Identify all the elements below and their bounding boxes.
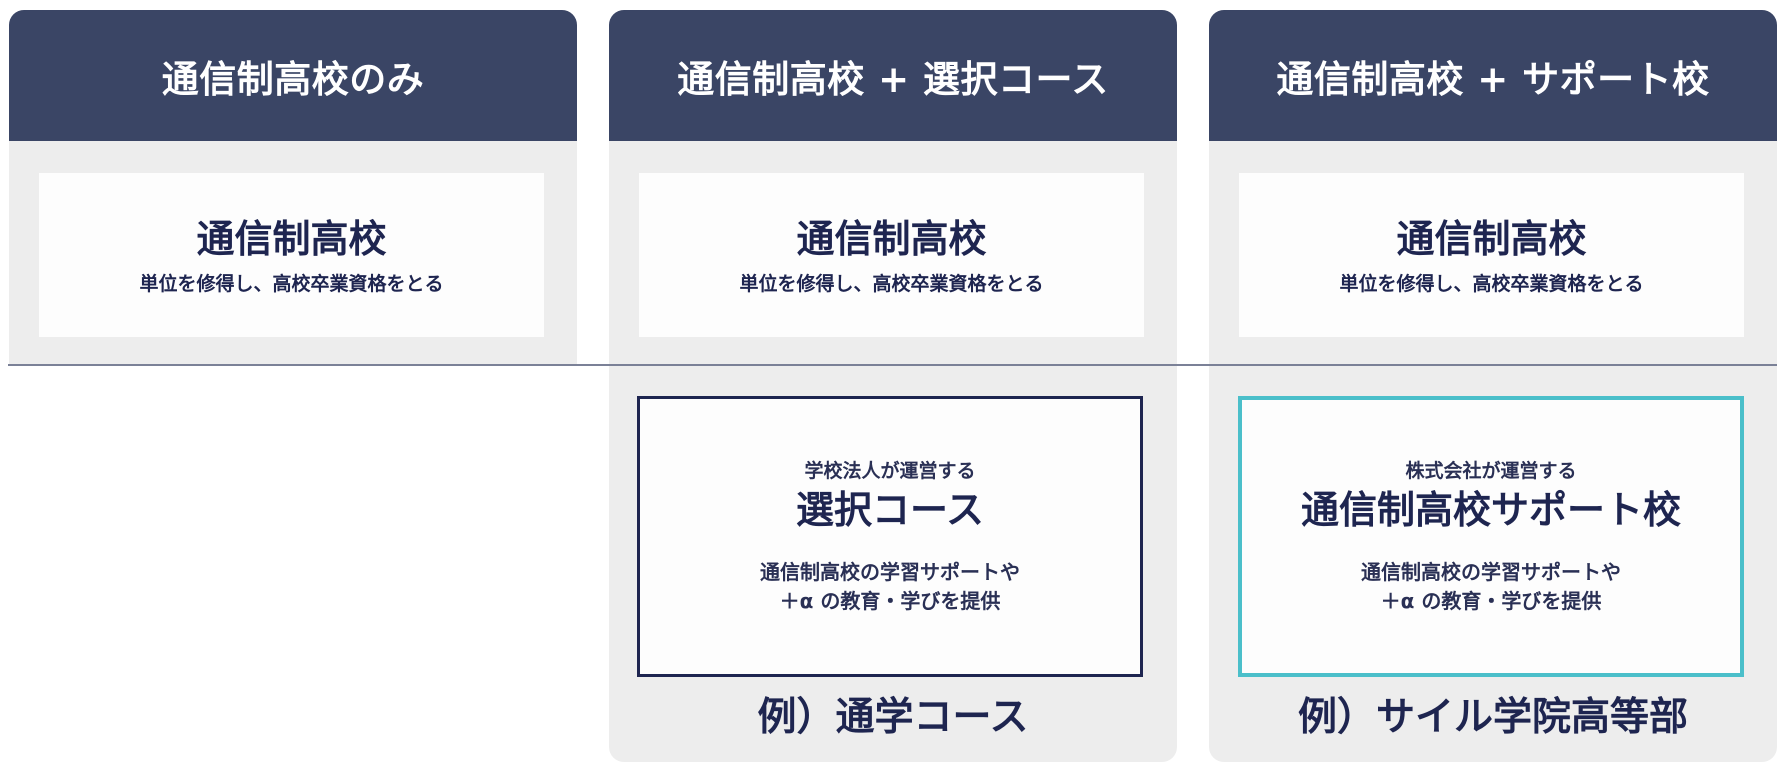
correspondence-school-box: 通信制高校 単位を修得し、高校卒業資格をとる: [639, 173, 1144, 337]
option-title: 通信制高校サポート校: [1300, 487, 1681, 532]
school-box-subtitle: 単位を修得し、高校卒業資格をとる: [739, 273, 1044, 295]
column-correspondence-plus-support: 通信制高校 + サポート校 通信制高校 単位を修得し、高校卒業資格をとる 株式会…: [1209, 10, 1777, 762]
operator-label: 株式会社が運営する: [1405, 459, 1577, 482]
option-description: 通信制高校の学習サポートや ＋α の教育・学びを提供: [760, 558, 1020, 616]
column-header: 通信制高校 + 選択コース: [609, 10, 1177, 141]
option-description-line: ＋α の教育・学びを提供: [1380, 588, 1602, 613]
column-header: 通信制高校 + サポート校: [1209, 10, 1777, 141]
column-correspondence-plus-course: 通信制高校 + 選択コース 通信制高校 単位を修得し、高校卒業資格をとる 学校法…: [609, 10, 1177, 762]
selective-course-box: 学校法人が運営する 選択コース 通信制高校の学習サポートや ＋α の教育・学びを…: [637, 396, 1143, 677]
support-school-box: 株式会社が運営する 通信制高校サポート校 通信制高校の学習サポートや ＋α の教…: [1238, 396, 1744, 677]
school-box-subtitle: 単位を修得し、高校卒業資格をとる: [139, 273, 444, 295]
example-label: 例）通学コース: [757, 695, 1029, 740]
correspondence-school-box: 通信制高校 単位を修得し、高校卒業資格をとる: [1239, 173, 1744, 337]
operator-label: 学校法人が運営する: [804, 459, 976, 482]
school-box-title: 通信制高校: [796, 217, 987, 261]
school-box-title: 通信制高校: [196, 217, 387, 261]
school-box-title: 通信制高校: [1396, 217, 1587, 261]
example-label: 例）サイル学院高等部: [1297, 695, 1688, 740]
option-description-line: ＋α の教育・学びを提供: [779, 588, 1001, 613]
option-title: 選択コース: [795, 487, 985, 532]
horizontal-divider: [8, 364, 1777, 366]
column-header: 通信制高校のみ: [9, 10, 577, 141]
option-description-line: 通信制高校の学習サポートや: [1361, 559, 1621, 584]
option-description: 通信制高校の学習サポートや ＋α の教育・学びを提供: [1361, 558, 1621, 616]
option-description-line: 通信制高校の学習サポートや: [760, 559, 1020, 584]
correspondence-school-box: 通信制高校 単位を修得し、高校卒業資格をとる: [39, 173, 544, 337]
column-correspondence-only: 通信制高校のみ 通信制高校 単位を修得し、高校卒業資格をとる: [9, 10, 577, 365]
school-box-subtitle: 単位を修得し、高校卒業資格をとる: [1339, 273, 1644, 295]
